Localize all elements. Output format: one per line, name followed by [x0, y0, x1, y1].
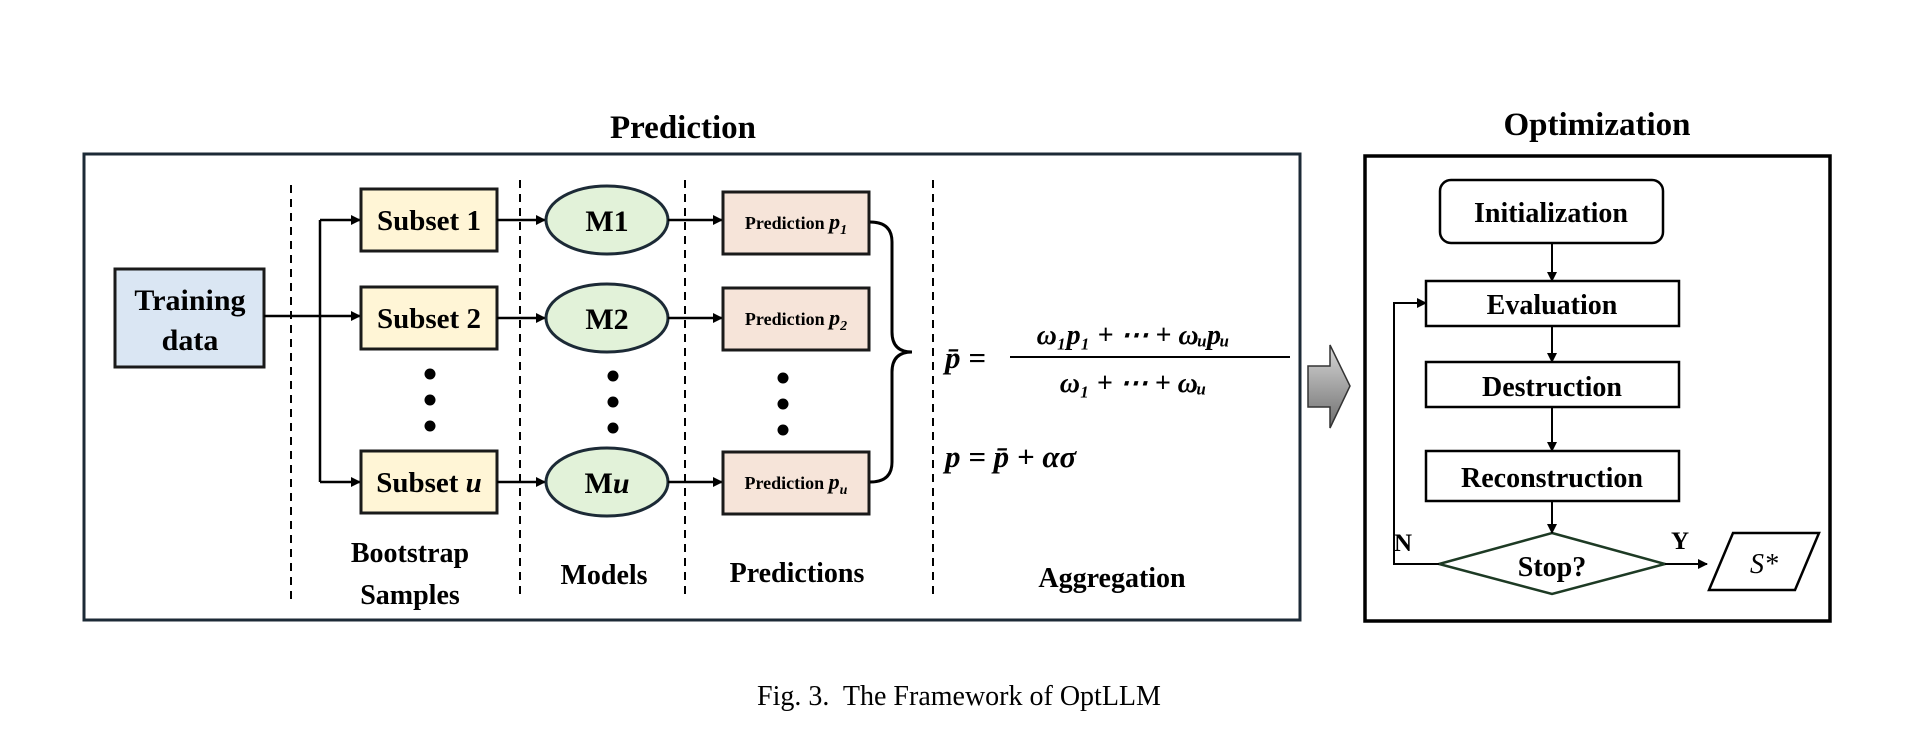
aggregation-brace: [869, 220, 913, 484]
model-to-prediction-arrows: [668, 215, 723, 487]
output-label: S*: [1750, 549, 1778, 580]
formula-denominator: ω₁ + ⋯ + ωᵤ: [1060, 368, 1207, 399]
subset-ellipsis-dots: [424, 368, 436, 432]
optimization-panel: [1363, 154, 1832, 623]
column-label-bootstrap-line2: Samples: [360, 580, 460, 611]
subset-2-box: [359, 285, 499, 351]
model-2-label: M2: [585, 303, 628, 336]
prediction-1-box: [721, 190, 871, 256]
formula-numerator: ω₁p₁ + ⋯ + ωᵤpᵤ: [1037, 320, 1230, 351]
initialization-label: Initialization: [1474, 198, 1628, 229]
prediction-u-box: [721, 450, 871, 516]
stop-decision-diamond: [1434, 531, 1670, 596]
model-ellipsis-dots: [607, 370, 619, 434]
destruction-box: [1424, 360, 1681, 409]
output-parallelogram: [1707, 531, 1821, 592]
reconstruction-label: Reconstruction: [1461, 463, 1643, 494]
prediction-1-label: Prediction p1: [745, 209, 847, 238]
evaluation-label: Evaluation: [1487, 290, 1618, 321]
stop-decision-label: Stop?: [1518, 552, 1586, 583]
transition-arrow-icon: [1307, 344, 1351, 429]
figure-caption: Fig. 3. The Framework of OptLLM: [757, 681, 1161, 712]
column-label-predictions: Predictions: [730, 558, 865, 589]
training-data-box: [113, 267, 266, 369]
bootstrap-connectors: [264, 215, 361, 487]
reconstruction-box: [1424, 449, 1681, 503]
column-label-bootstrap-line1: Bootstrap: [351, 538, 469, 569]
prediction-u-label: Prediction pu: [745, 469, 848, 498]
prediction-2-box: [721, 286, 871, 352]
subset-u-label: Subset u: [376, 467, 482, 499]
prediction-2-label: Prediction p2: [745, 305, 847, 334]
model-1-label: M1: [585, 205, 628, 238]
training-data-label-line1: Training: [134, 284, 245, 317]
column-label-models: Models: [560, 560, 647, 591]
prediction-ellipsis-dots: [777, 372, 789, 436]
prediction-title: Prediction: [610, 110, 756, 146]
formula-lhs: p̄ =: [942, 340, 986, 375]
no-branch-label: N: [1394, 530, 1412, 557]
model-u-label: Mu: [584, 467, 629, 500]
prediction-panel: [82, 152, 1302, 622]
subset-1-box: [359, 187, 499, 253]
optimization-title: Optimization: [1504, 107, 1691, 143]
subset-to-model-arrows: [497, 215, 546, 487]
yes-branch-label: Y: [1671, 528, 1689, 555]
destruction-label: Destruction: [1482, 372, 1622, 403]
column-label-aggregation: Aggregation: [1038, 563, 1186, 594]
optimization-flow-arrows: [1393, 243, 1708, 569]
formula-second: p = p̄ + ασ: [942, 439, 1077, 474]
training-data-label-line2: data: [162, 324, 219, 357]
subset-1-label: Subset 1: [377, 205, 481, 237]
subset-2-label: Subset 2: [377, 303, 481, 335]
